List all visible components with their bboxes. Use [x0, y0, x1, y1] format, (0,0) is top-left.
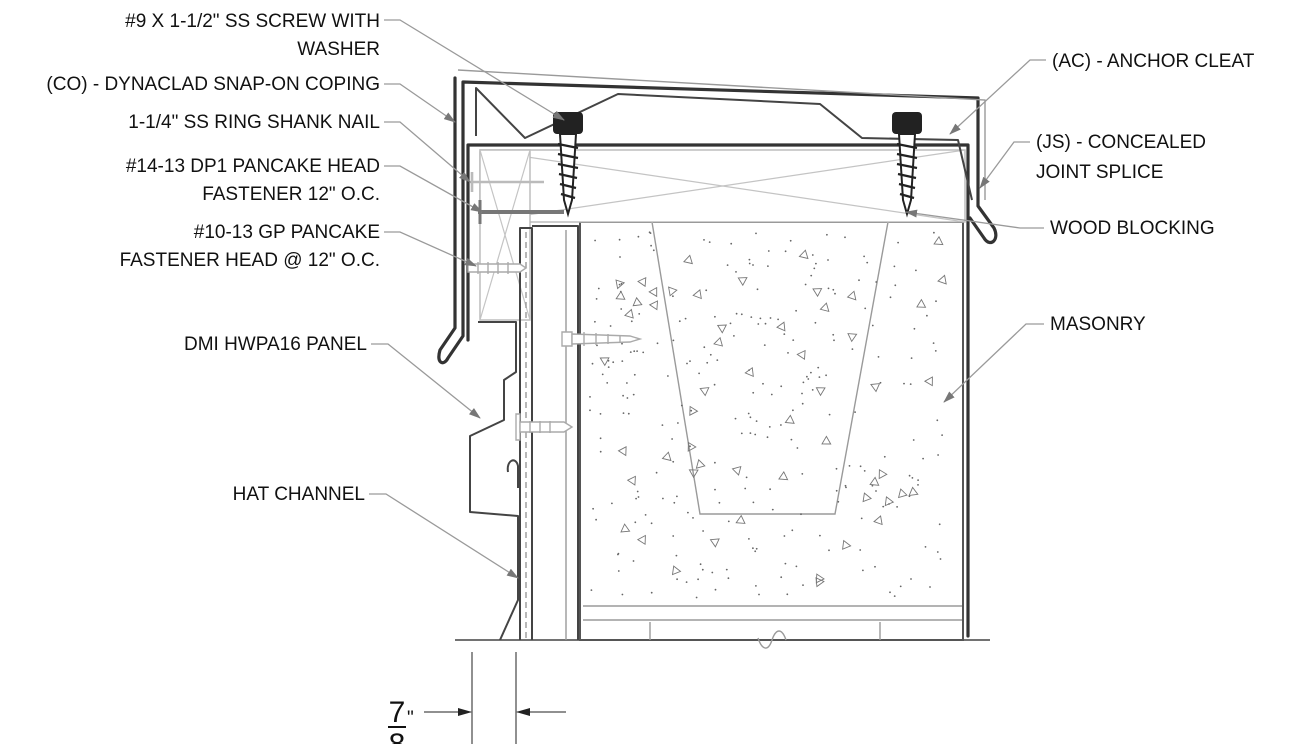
label-anchor-cleat: (AC) - ANCHOR CLEAT — [1052, 51, 1255, 72]
callout-labels: #9 X 1-1/2" SS SCREW WITH WASHER (CO) - … — [46, 11, 1254, 505]
label-joint-line2: JOINT SPLICE — [1036, 162, 1163, 183]
label-dp1-line2: FASTENER 12" O.C. — [202, 184, 380, 205]
ring-shank-nail — [470, 172, 544, 192]
label-masonry: MASONRY — [1050, 314, 1146, 335]
label-gp-line2: FASTENER HEAD @ 12" O.C. — [120, 250, 380, 271]
leader-lines — [369, 19, 1046, 579]
label-wood-blocking: WOOD BLOCKING — [1050, 218, 1215, 239]
gp-fastener-lower — [515, 413, 574, 441]
label-panel: DMI HWPA16 PANEL — [184, 334, 367, 355]
dimension-denominator: 8 — [389, 728, 406, 744]
masonry-block — [579, 221, 964, 649]
dimension-numerator: 7 — [389, 696, 406, 729]
dimension-unit: " — [407, 708, 414, 729]
label-dp1-line1: #14-13 DP1 PANCAKE HEAD — [126, 156, 380, 177]
ss-screw-right — [892, 112, 922, 218]
anchor-cleat — [466, 143, 970, 638]
metal-wall-panel — [469, 321, 519, 641]
concealed-joint-splice — [475, 87, 973, 201]
concrete-speckle — [589, 231, 947, 599]
label-coping: (CO) - DYNACLAD SNAP-ON COPING — [46, 74, 380, 95]
coping-outer-skin — [457, 69, 986, 200]
snap-on-coping — [437, 76, 998, 365]
ss-screw-left — [553, 112, 583, 218]
label-ss-screw-line1: #9 X 1-1/2" SS SCREW WITH — [125, 11, 380, 32]
label-ring-nail: 1-1/4" SS RING SHANK NAIL — [128, 112, 380, 133]
dimension-7-8: 7 8 " — [388, 652, 566, 744]
label-joint-line1: (JS) - CONCEALED — [1036, 132, 1206, 153]
label-hat-channel: HAT CHANNEL — [233, 484, 365, 505]
label-gp-line1: #10-13 GP PANCAKE — [194, 222, 380, 243]
masonry-screw — [561, 331, 643, 347]
label-ss-screw-line2: WASHER — [297, 39, 380, 60]
gp-fastener-upper — [467, 262, 528, 274]
hat-channel — [519, 225, 579, 640]
